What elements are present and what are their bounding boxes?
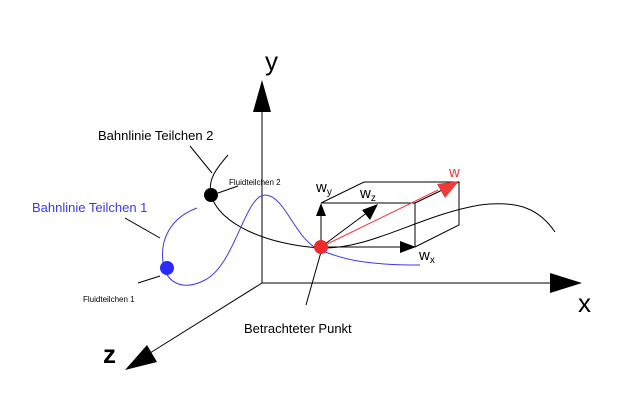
point-dot	[314, 240, 328, 254]
wy-vector-arrow	[316, 203, 326, 216]
z-axis-arrow	[125, 345, 157, 370]
considered-point: Betrachteter Punkt	[244, 240, 352, 336]
w-vector-line	[320, 189, 439, 248]
w-label: w	[448, 164, 460, 181]
pathline-1-curve	[161, 194, 421, 286]
particle-1-leader	[137, 275, 161, 284]
wz-label: wz	[359, 185, 376, 204]
particle-2-dot	[204, 188, 218, 202]
wz-vector-arrow	[362, 204, 378, 220]
coordinate-axes: y x z	[103, 46, 591, 370]
wz-vector-line	[320, 211, 369, 248]
x-axis-arrow	[550, 273, 582, 293]
wx-label: wx	[418, 247, 435, 266]
particle-2-label: Fluidteilchen 2	[229, 178, 281, 187]
x-axis-label: x	[578, 288, 591, 318]
y-axis-arrow	[253, 80, 271, 112]
wy-label: wy	[315, 179, 332, 198]
z-axis-label: z	[103, 339, 116, 369]
pathline-1-leader	[124, 217, 161, 239]
pathline-1: Bahnlinie Teilchen 1 Fluidteilchen 1	[32, 194, 421, 304]
pathline-2: Bahnlinie Teilchen 2 Fluidteilchen 2	[98, 128, 556, 249]
y-axis-label: y	[265, 46, 278, 76]
point-leader	[305, 251, 322, 306]
wx-vector-arrow	[400, 241, 416, 253]
particle-1-dot	[160, 261, 174, 275]
particle-1-label: Fluidteilchen 1	[83, 295, 135, 304]
w-vector-arrow	[437, 181, 459, 198]
pathline-2-leader	[189, 145, 213, 174]
pathline-2-label: Bahnlinie Teilchen 2	[98, 128, 213, 143]
pathline-1-label: Bahnlinie Teilchen 1	[32, 200, 147, 215]
particle-2-leader	[217, 185, 239, 194]
point-label: Betrachteter Punkt	[244, 321, 352, 336]
z-axis-line	[149, 282, 263, 354]
velocity-vectors: w wy wz wx	[315, 164, 460, 266]
